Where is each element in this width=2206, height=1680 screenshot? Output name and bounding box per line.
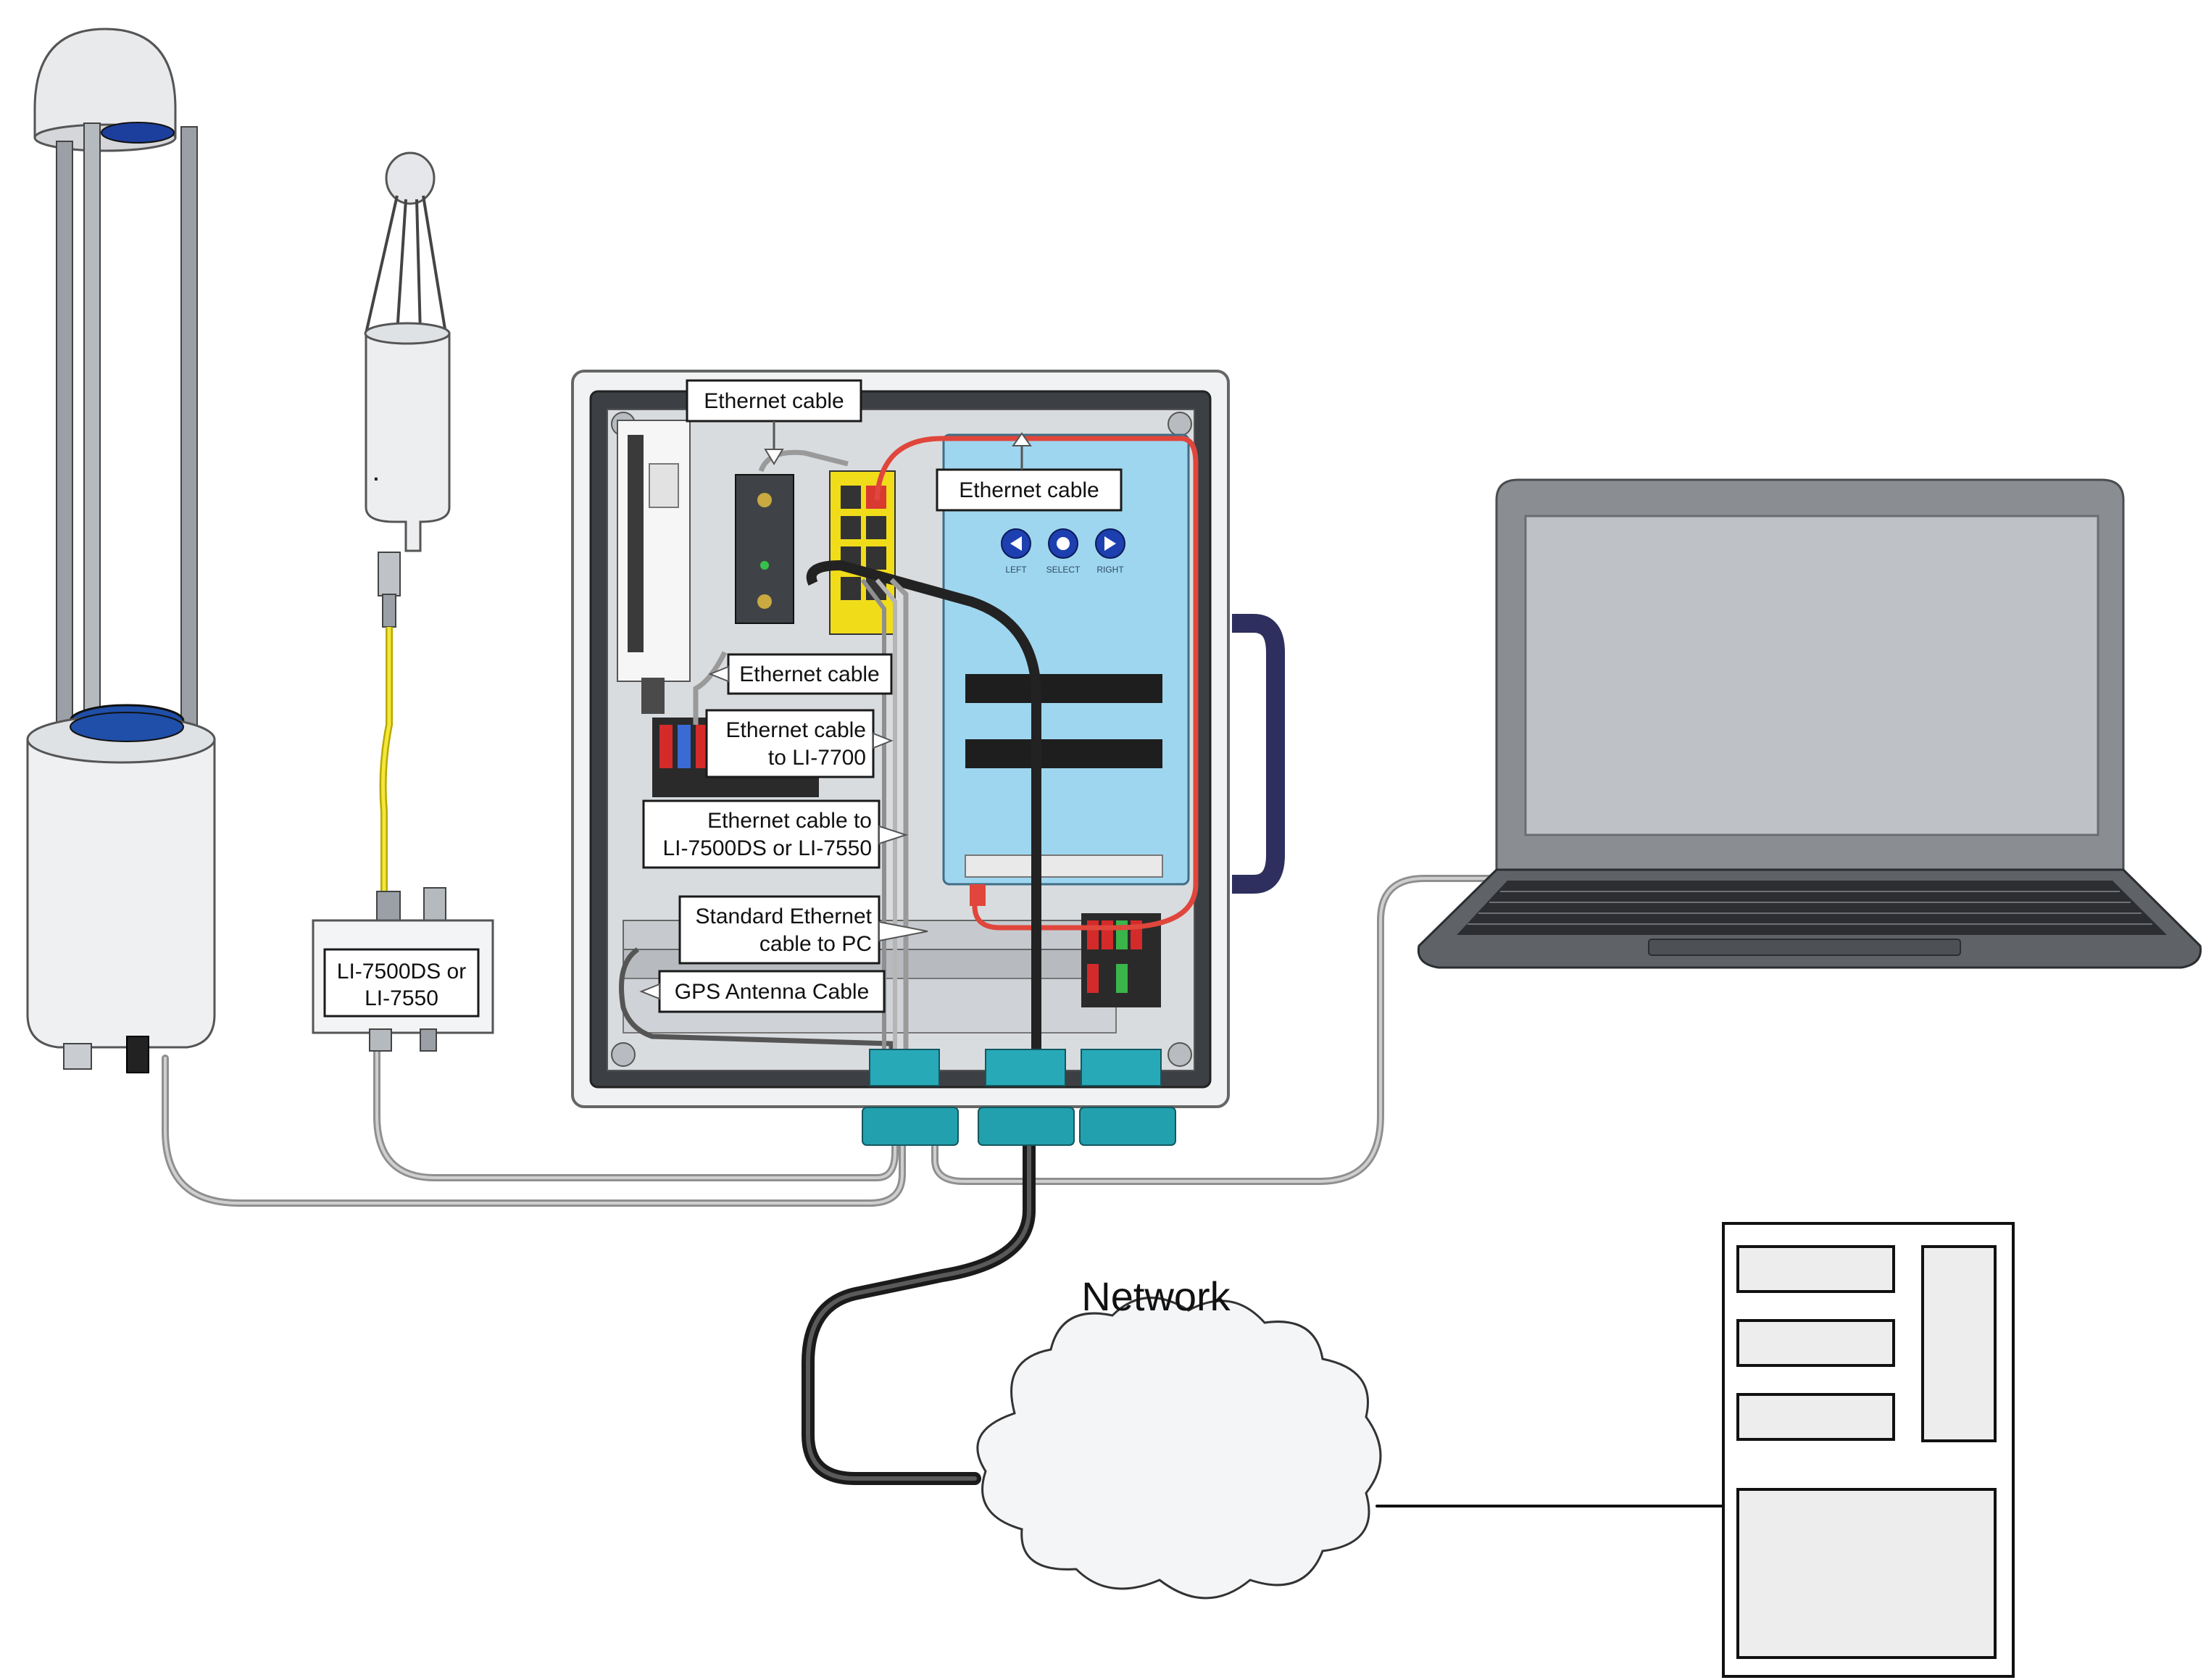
label-standard-eth-line2: cable to PC [759, 932, 872, 956]
server [1722, 1222, 2015, 1678]
panel-select-button-label: SELECT [1046, 565, 1081, 575]
label-ethernet-li7700-line2: to LI-7700 [768, 746, 866, 770]
cables [162, 875, 1725, 1508]
label-ethernet-cable-panel: Ethernet cable [959, 478, 1099, 502]
enclosure-callouts: Ethernet cable Ethernet cable Ethernet c… [639, 379, 1123, 1013]
laptop [1417, 478, 2202, 969]
network-cloud: Network [976, 1273, 1382, 1600]
sensor-brand-mark: · [373, 467, 380, 490]
label-ethernet-ds-line1: Ethernet cable to [707, 809, 872, 833]
network-label: Network [1081, 1273, 1231, 1319]
analyzer-box: LI-7500DS or LI-7550 [312, 887, 494, 1052]
label-gps-antenna: GPS Antenna Cable [675, 980, 870, 1004]
label-ethernet-li7700-line1: Ethernet cable [726, 718, 866, 742]
label-ethernet-ds-line2: LI-7500DS or LI-7550 [662, 836, 872, 860]
li7700-analyzer [26, 28, 216, 1073]
li7500ds-sensor-head: · [364, 151, 451, 628]
enclosure: LEFT SELECT RIGHT [571, 370, 1285, 1146]
label-standard-eth-line1: Standard Ethernet [695, 905, 872, 928]
label-ethernet-cable-top: Ethernet cable [704, 389, 844, 413]
panel-left-button-label: LEFT [1005, 565, 1027, 575]
analyzer-box-label-line2: LI-7550 [365, 986, 438, 1010]
label-ethernet-cable-mid: Ethernet cable [739, 662, 879, 686]
analyzer-box-label-line1: LI-7500DS or [337, 960, 466, 984]
panel-right-button-label: RIGHT [1096, 565, 1124, 575]
